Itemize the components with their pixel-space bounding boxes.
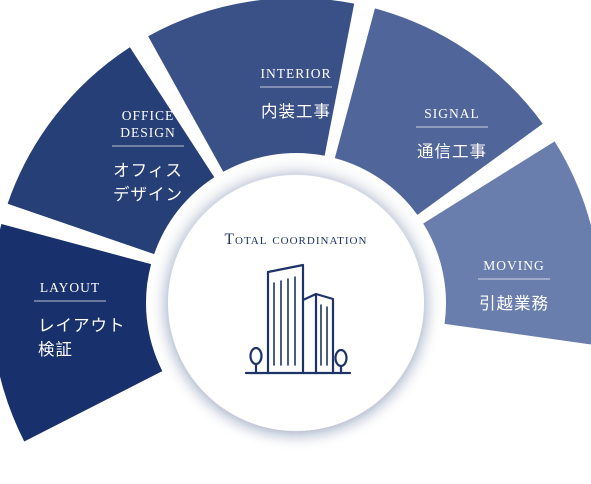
segment-layout-title: LAYOUT (40, 280, 100, 295)
segment-moving-shape (423, 141, 591, 345)
segment-interior: INTERIOR 内装工事 (148, 0, 355, 172)
segment-layout-label: 検証 (38, 340, 73, 359)
segment-office-shape (7, 47, 215, 255)
building-icon (244, 263, 352, 375)
segment-office-title: OFFICE (122, 108, 175, 123)
center-hub: Total coordination (146, 153, 446, 453)
segment-signal: SIGNAL 通信工事 (334, 8, 543, 215)
segment-signal-shape (334, 8, 543, 215)
segment-office-label: デザイン (113, 184, 183, 204)
segment-interior-label: 内装工事 (261, 102, 331, 121)
segment-moving-label: 引越業務 (479, 294, 549, 313)
segment-interior-title: INTERIOR (261, 66, 332, 81)
center-circle (168, 175, 424, 431)
segment-office-label: オフィス (113, 161, 183, 180)
segment-moving: MOVING 引越業務 (423, 141, 591, 345)
segment-interior-shape (148, 0, 355, 172)
center-title: Total coordination (225, 231, 368, 248)
segment-signal-title: SIGNAL (424, 106, 480, 121)
segment-moving-title: MOVING (483, 258, 545, 273)
segment-office-title: DESIGN (120, 125, 176, 140)
segment-layout-shape (0, 224, 163, 442)
segment-signal-label: 通信工事 (417, 142, 487, 161)
segment-layout-label: レイアウト (38, 316, 126, 335)
